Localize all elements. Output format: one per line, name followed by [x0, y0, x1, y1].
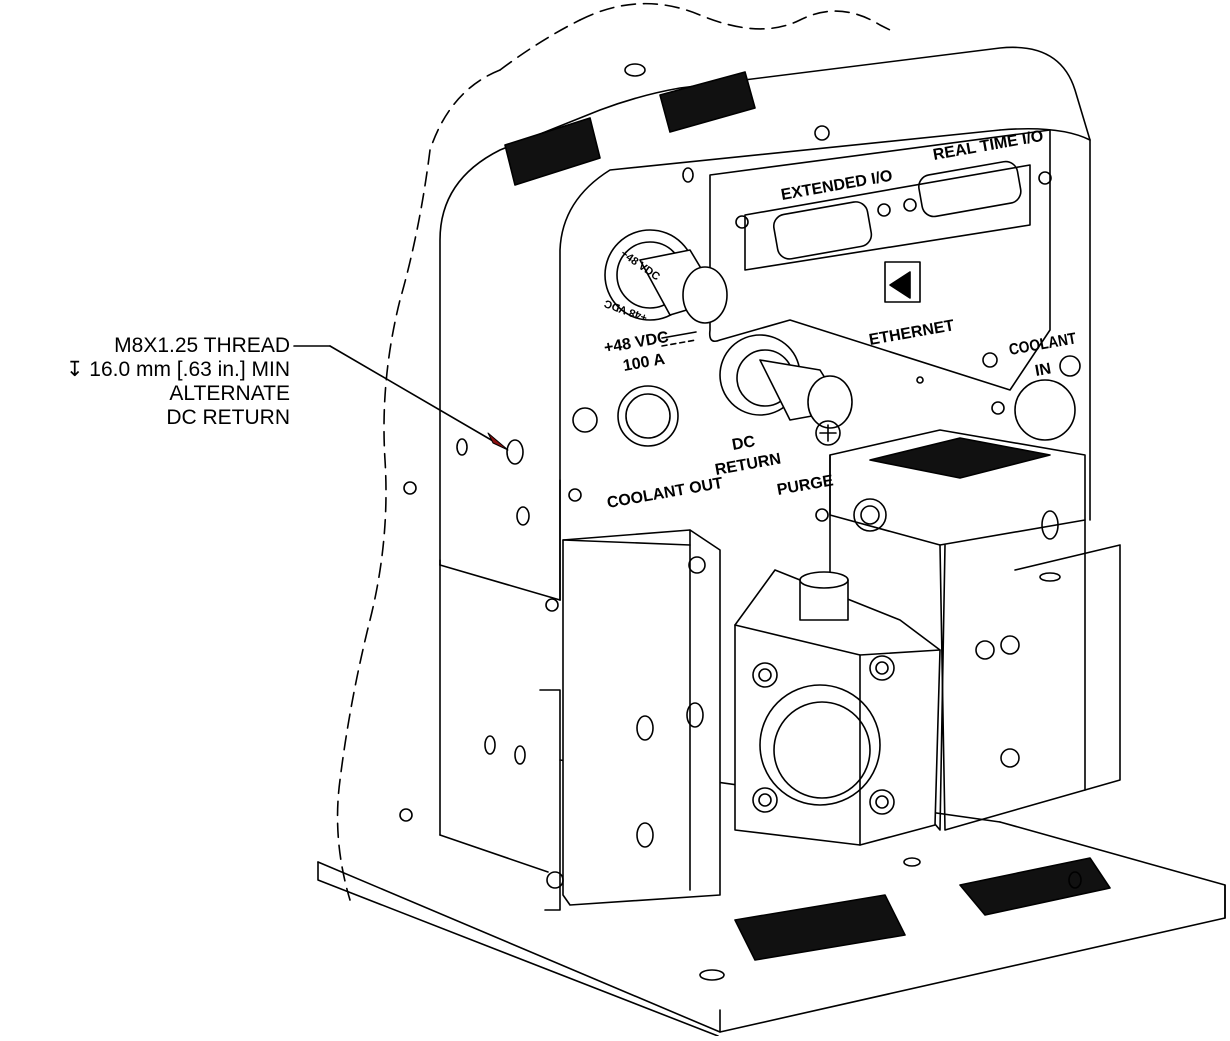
dc-label: DC — [731, 433, 757, 454]
vdc-terminal — [604, 229, 728, 347]
bottom-warning-labels — [699, 857, 1111, 981]
purge-fitting — [815, 420, 841, 446]
thread-callout: M8X1.25 THREAD ↧ 16.0 mm [.63 in.] MIN A… — [0, 334, 290, 430]
callout-line-3: ALTERNATE — [169, 382, 290, 405]
in-label: IN — [1034, 360, 1053, 380]
top-warning-labels — [504, 63, 756, 186]
coolant-in-fitting — [991, 355, 1081, 441]
real-time-io-connector — [918, 160, 1022, 218]
right-clamp-block — [815, 429, 1121, 831]
break-line-top — [499, 19, 581, 71]
callout-line-2: ↧ 16.0 mm [.63 in.] MIN — [65, 358, 290, 381]
coolant-out-fitting — [568, 385, 679, 502]
io-panel — [682, 125, 1052, 391]
extended-io-connector — [772, 201, 873, 260]
callout-line-1: M8X1.25 THREAD — [114, 334, 290, 357]
break-line — [336, 2, 891, 901]
panel-screw — [814, 125, 830, 141]
dc-return-terminal — [719, 334, 853, 429]
leader-line — [293, 345, 509, 451]
left-clamp-block — [484, 529, 721, 911]
callout-line-4: DC RETURN — [166, 406, 290, 429]
alternate-dc-return-hole — [399, 438, 530, 822]
center-optic-block — [734, 420, 941, 846]
